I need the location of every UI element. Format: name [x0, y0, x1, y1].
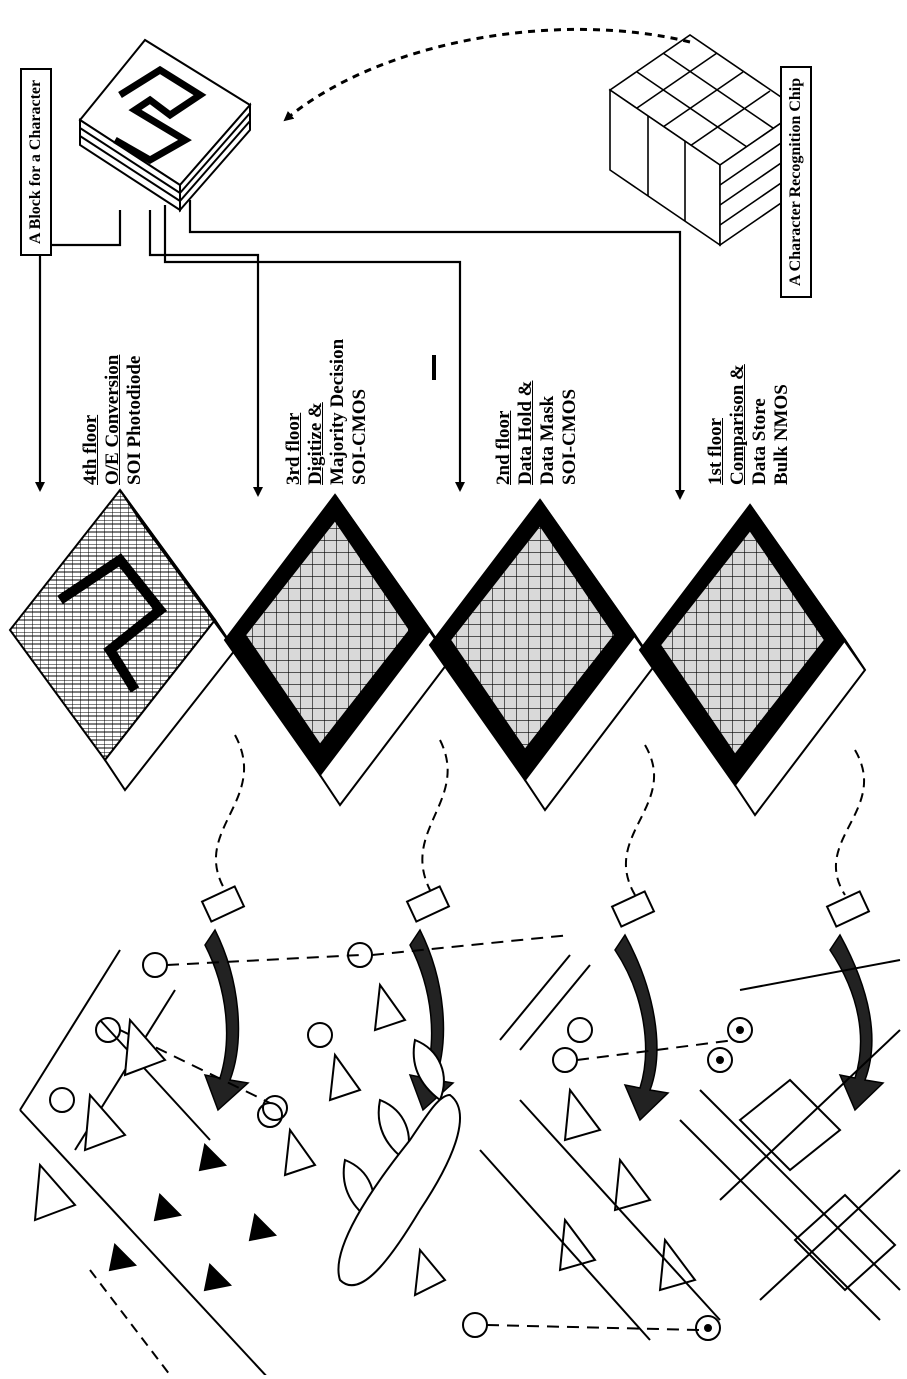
floor-1-function-2: Data Store: [749, 364, 771, 485]
floor-3-technology: SOI-CMOS: [349, 339, 371, 485]
block-label: A Block for a Character: [27, 80, 44, 244]
floor-label-1: 1st floor Comparison & Data Store Bulk N…: [705, 364, 793, 485]
floor-1-function-1: Comparison &: [727, 364, 749, 485]
circuit-3rd-floor: [263, 935, 700, 1337]
recognition-chip-stack: [610, 35, 800, 245]
floor-2-technology: SOI-CMOS: [559, 381, 581, 486]
floor-1-technology: Bulk NMOS: [771, 364, 793, 485]
floor-4-title: 4th floor: [80, 355, 102, 485]
chip-label-box: A Character Recognition Chip: [780, 66, 812, 298]
floor-3-function-1: Digitize &: [305, 339, 327, 485]
floor-4-technology: SOI Photodiode: [124, 355, 146, 485]
block-label-box: A Block for a Character: [20, 68, 52, 256]
floor-2-title: 2nd floor: [493, 381, 515, 486]
chip-label: A Character Recognition Chip: [787, 78, 804, 286]
floor-2-function-1: Data Hold &: [515, 381, 537, 486]
circuit-2nd-floor: [480, 955, 735, 1340]
floor-4-function: O/E Conversion: [102, 355, 124, 485]
floor-2-function-2: Data Mask: [537, 381, 559, 486]
small-cell-blocks: [202, 886, 869, 926]
slab-2nd-floor: [430, 500, 655, 810]
slab-1st-floor: [640, 505, 865, 815]
floor-1-title: 1st floor: [705, 364, 727, 485]
slab-3rd-floor: [225, 495, 450, 805]
floor-label-2: 2nd floor Data Hold & Data Mask SOI-CMOS: [493, 381, 581, 486]
character-block-cube: [80, 40, 250, 210]
floor-label-3: 3rd floor Digitize & Majority Decision S…: [283, 339, 371, 485]
slab-4th-floor: [10, 490, 235, 790]
floor-3-function-2: Majority Decision: [327, 339, 349, 485]
floor-3-title: 3rd floor: [283, 339, 305, 485]
floor-label-4: 4th floor O/E Conversion SOI Photodiode: [80, 355, 146, 485]
